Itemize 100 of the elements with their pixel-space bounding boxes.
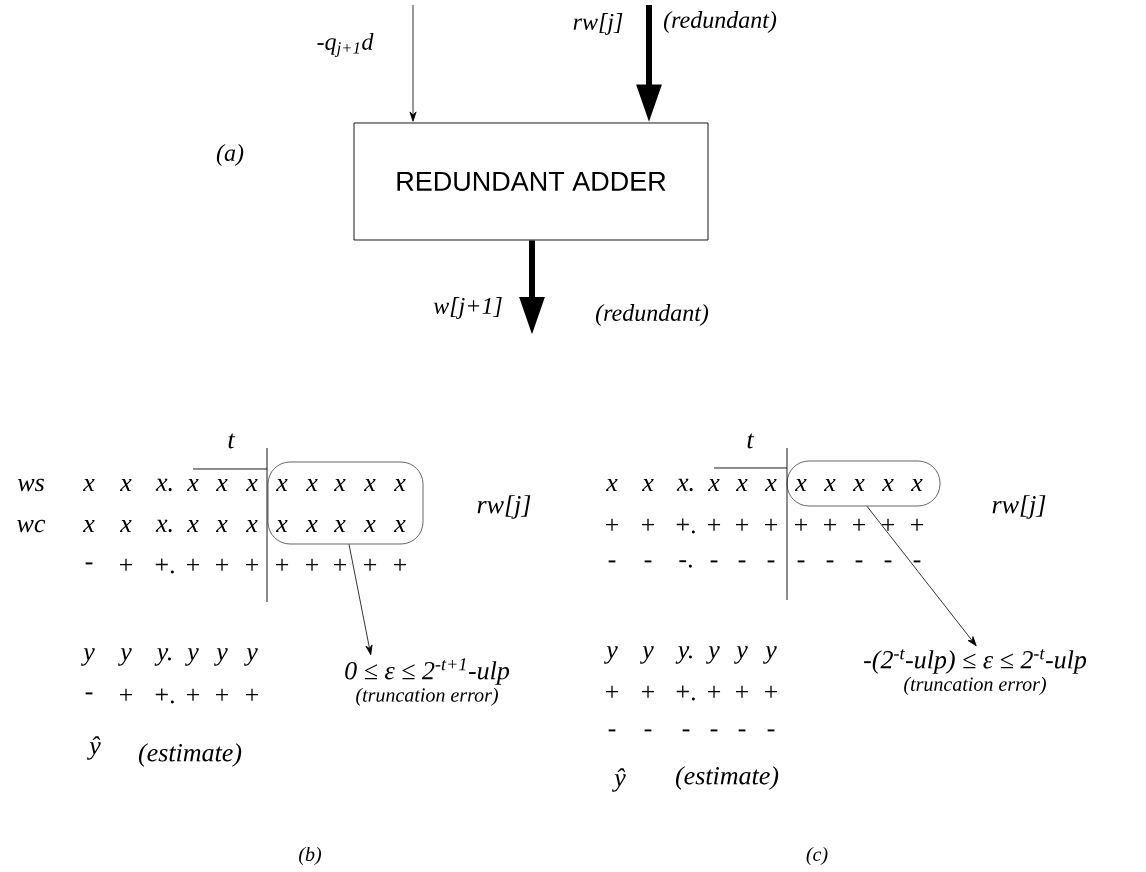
bit-symbol: + (216, 558, 229, 571)
bit-symbol: x (910, 479, 923, 491)
bit-symbol: x (852, 479, 865, 491)
panel-label: (c) (806, 846, 828, 866)
panel-label: (a) (216, 144, 244, 166)
bit-symbol: + (187, 688, 200, 701)
bit-symbol: - (85, 692, 93, 695)
bit-symbol: x (275, 520, 288, 532)
bit-symbol: +. (155, 688, 174, 704)
bit-symbol: - (85, 562, 93, 565)
bit-symbol: + (246, 558, 259, 571)
bit-symbol: y (734, 646, 748, 664)
bit-symbol: x (707, 479, 720, 491)
bit-symbol: x. (676, 478, 693, 492)
bit-symbol: + (765, 685, 778, 698)
bit-symbol: + (364, 558, 377, 571)
bit-symbol: y (706, 646, 720, 664)
bit-symbol: x (186, 479, 199, 491)
error-bound-formula: -(2$^{-t}$-ulp) ≤ ε ≤ 2$^{-t}$-ulp (truncation error) (864, 649, 1087, 695)
group-label: rw[j] (992, 495, 1046, 519)
bit-symbol: x (215, 520, 228, 532)
bit-symbol: x. (155, 478, 172, 492)
bit-symbol: + (642, 518, 655, 531)
bit-symbol: - (767, 560, 775, 563)
bit-symbol: x (275, 479, 288, 491)
bit-symbol: + (187, 558, 200, 571)
bit-symbol: - (797, 560, 805, 563)
annotation: (estimate) (675, 766, 779, 790)
bit-symbol: - (644, 729, 652, 732)
leader-arrow (866, 505, 977, 647)
bit-symbol: y (604, 646, 618, 664)
bit-symbol: - (682, 729, 690, 732)
bit-symbol: x (605, 479, 618, 491)
bit-symbol: y (763, 646, 777, 664)
bit-symbol: +. (676, 518, 695, 534)
bit-symbol: + (642, 685, 655, 698)
row-label: wc (17, 519, 46, 533)
edge-label: rw[j] (573, 13, 623, 35)
bit-symbol: - (738, 560, 746, 563)
column-label: t (747, 433, 755, 449)
column-label: t (228, 433, 236, 449)
bit-symbol: x (823, 479, 836, 491)
arrow (409, 4, 417, 122)
bit-symbol: - (710, 729, 718, 732)
edge-label: -q$_{j+1}$d (317, 33, 374, 57)
bit-symbol: x (363, 520, 376, 532)
bit-symbol: +. (676, 685, 695, 701)
grouping-outline (267, 461, 424, 545)
bit-symbol: + (120, 688, 133, 701)
bit-symbol: y (118, 648, 132, 666)
bit-symbol: - (608, 729, 616, 732)
bit-symbol: - (710, 560, 718, 563)
bit-symbol: - (913, 560, 921, 563)
bit-symbol: x (393, 479, 406, 491)
bit-symbol: + (246, 688, 259, 701)
bit-symbol: x (881, 479, 894, 491)
bit-symbol: x (215, 479, 228, 491)
annotation: (redundant) (664, 11, 777, 33)
edge-label: w[j+1] (433, 297, 502, 319)
bit-symbol: x (794, 479, 807, 491)
bit-symbol: +. (155, 558, 174, 574)
bit-symbol: x (186, 520, 199, 532)
bit-symbol: + (882, 518, 895, 531)
bit-symbol: + (708, 518, 721, 531)
bit-symbol: - (826, 560, 834, 563)
bit-symbol: x (82, 479, 95, 491)
bit-symbol: + (216, 688, 229, 701)
bit-symbol: + (853, 518, 866, 531)
bit-symbol: x. (155, 519, 172, 533)
adder-box: REDUNDANT ADDER (353, 122, 709, 241)
error-bound-formula: 0 ≤ ε ≤ 2$^{-t+1}$-ulp (truncation error) (345, 658, 510, 706)
bit-symbol: + (606, 685, 619, 698)
bit-symbol: - (608, 560, 616, 563)
grouping-outline (786, 460, 941, 507)
bit-symbol: - (767, 729, 775, 732)
bit-symbol: + (736, 685, 749, 698)
bit-symbol: y. (675, 646, 692, 664)
bit-symbol: x (393, 520, 406, 532)
bit-symbol: x (333, 479, 346, 491)
bit-symbol: + (736, 518, 749, 531)
group-label: rw[j] (477, 495, 531, 519)
bit-symbol: + (765, 518, 778, 531)
bit-symbol: y (244, 648, 258, 666)
bit-symbol: + (708, 685, 721, 698)
bit-symbol: y. (154, 648, 171, 666)
annotation: (estimate) (138, 743, 242, 767)
bit-symbol: x (82, 520, 95, 532)
leader-arrow (348, 543, 373, 656)
bit-symbol: + (120, 558, 133, 571)
bit-symbol: y (185, 648, 199, 666)
bit-symbol: x (119, 479, 132, 491)
bit-symbol: y (640, 646, 654, 664)
bit-symbol: x (641, 479, 654, 491)
bit-symbol: x (305, 520, 318, 532)
bit-symbol: x (119, 520, 132, 532)
bit-symbol: y (214, 648, 228, 666)
bit-symbol: - (738, 729, 746, 732)
estimate-symbol: ŷ (87, 736, 101, 760)
bit-symbol: -. (679, 560, 692, 568)
bit-symbol: x (735, 479, 748, 491)
